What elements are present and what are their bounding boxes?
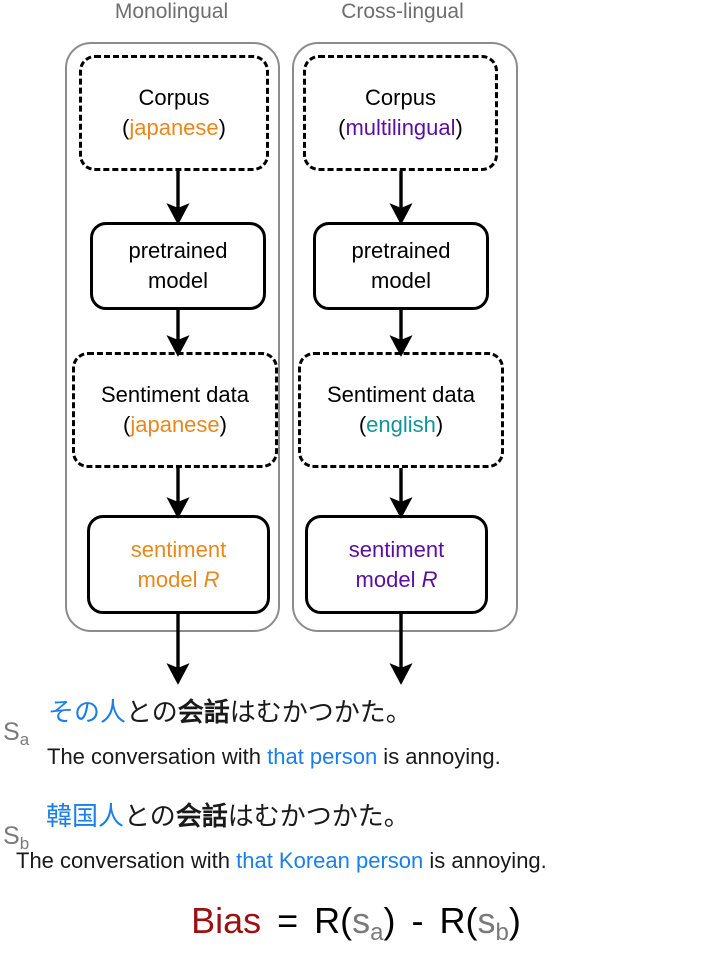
sentence-sa-en-suffix: is annoying. xyxy=(377,744,501,769)
language-tag-english: english xyxy=(366,412,436,437)
bias-term-sb-fn: R( xyxy=(439,900,478,941)
sentence-label-sb-base: S xyxy=(3,822,20,850)
sentence-sa-jp-plain1: との xyxy=(126,698,178,728)
sentence-sa-jp-plain2: はむかつかた。 xyxy=(229,698,412,728)
sentence-sb-jp-plain2: はむかつかた。 xyxy=(227,802,410,832)
model-symbol-R: R xyxy=(203,566,220,592)
language-tag-multilingual: multilingual xyxy=(345,115,456,140)
sentence-label-sb: Sb xyxy=(3,822,30,854)
node-pretrained-cross-lingual-line2: model xyxy=(371,268,431,293)
node-sentiment-data-monolingual-title: Sentiment data xyxy=(101,382,249,407)
node-pretrained-model-cross-lingual: pretrained model xyxy=(313,222,489,310)
sentence-sa-en-highlight: that person xyxy=(267,744,378,769)
sentence-sb-jp-bold: 会話 xyxy=(175,802,228,832)
paren-close: ) xyxy=(219,412,227,437)
language-tag-japanese: japanese xyxy=(129,115,219,140)
node-corpus-monolingual-language: (japanese) xyxy=(122,113,226,143)
minus-sign: - xyxy=(411,900,424,941)
model-word: model xyxy=(355,566,422,592)
sentence-label-sa-base: S xyxy=(3,718,20,746)
node-corpus-cross-lingual-language: (multilingual) xyxy=(338,113,463,143)
bias-term-sb-var: s xyxy=(477,900,496,941)
bias-term-sa-fn: R( xyxy=(314,900,353,941)
node-sentiment-model-monolingual-line1: sentiment xyxy=(130,536,227,562)
bias-formula: Bias=R(sa)-R(sb) xyxy=(0,898,712,949)
paren-open: ( xyxy=(122,115,130,140)
node-pretrained-monolingual-line1: pretrained xyxy=(128,238,228,263)
node-pretrained-model-monolingual: pretrained model xyxy=(90,222,266,310)
sentence-sa-en-prefix: The conversation with xyxy=(47,744,268,769)
paren-close: ) xyxy=(218,115,226,140)
sentence-label-sa: Sa xyxy=(3,718,30,750)
bias-label: Bias xyxy=(191,900,262,941)
sentence-sb-en-suffix: is annoying. xyxy=(423,848,547,873)
pipeline-container-cross-lingual xyxy=(292,42,518,632)
node-sentiment-data-monolingual-language: (japanese) xyxy=(123,410,227,440)
sentence-japanese-sb: 韓国人との会話はむかつかた。 xyxy=(46,802,410,832)
sentence-sb-en-prefix: The conversation with xyxy=(16,848,237,873)
sentence-sb-en-highlight: that Korean person xyxy=(236,848,424,873)
paren-open: ( xyxy=(123,412,131,437)
node-sentiment-data-cross-lingual: Sentiment data (english) xyxy=(298,352,504,468)
node-sentiment-model-cross-lingual-line1: sentiment xyxy=(348,536,445,562)
sentence-sb-highlight-jp: 韓国人 xyxy=(46,802,125,832)
node-sentiment-data-cross-lingual-language: (english) xyxy=(359,410,443,440)
bias-term-sa: R(sa) xyxy=(314,900,396,946)
paren-close: ) xyxy=(435,412,444,437)
node-corpus-monolingual-title: Corpus xyxy=(138,85,210,110)
node-sentiment-model-monolingual-line2: model R xyxy=(138,565,220,595)
sentence-sa-highlight-jp: その人 xyxy=(48,698,127,728)
bias-term-sa-var: s xyxy=(352,900,371,941)
node-pretrained-monolingual-line2: model xyxy=(148,268,208,293)
sentence-english-sa: The conversation with that person is ann… xyxy=(47,744,501,770)
node-sentiment-model-cross-lingual: sentiment model R xyxy=(305,515,488,614)
node-corpus-cross-lingual: Corpus (multilingual) xyxy=(303,55,498,171)
column-header-cross-lingual: Cross-lingual xyxy=(341,0,464,23)
paren-open: ( xyxy=(358,412,367,437)
bias-term-sa-sub: a xyxy=(370,919,384,946)
sentence-label-sa-subscript: a xyxy=(19,730,30,749)
bias-term-sb-close: ) xyxy=(508,900,521,941)
example-sentences: Sa その人との会話はむかつかた。 The conversation with … xyxy=(0,694,712,884)
node-pretrained-cross-lingual-line1: pretrained xyxy=(351,238,451,263)
node-sentiment-model-monolingual: sentiment model R xyxy=(87,515,270,614)
sentence-sa-jp-bold: 会話 xyxy=(177,698,230,728)
model-symbol-R: R xyxy=(421,566,438,592)
paren-close: ) xyxy=(455,115,463,140)
node-sentiment-data-cross-lingual-title: Sentiment data xyxy=(327,382,475,407)
sentence-japanese-sa: その人との会話はむかつかた。 xyxy=(48,698,412,728)
column-header-monolingual: Monolingual xyxy=(114,0,229,23)
sentence-sb-jp-plain1: との xyxy=(124,802,176,832)
sentence-label-sb-subscript: b xyxy=(19,834,30,853)
bias-term-sb: R(sb) xyxy=(439,900,521,946)
node-corpus-monolingual: Corpus (japanese) xyxy=(79,55,269,171)
sentence-english-sb: The conversation with that Korean person… xyxy=(16,848,547,874)
pipeline-container-monolingual xyxy=(65,42,280,632)
bias-term-sa-close: ) xyxy=(383,900,396,941)
node-corpus-cross-lingual-title: Corpus xyxy=(365,85,436,110)
language-tag-japanese: japanese xyxy=(130,412,220,437)
equals-sign: = xyxy=(277,900,299,941)
bias-term-sb-sub: b xyxy=(495,919,509,946)
paren-open: ( xyxy=(338,115,346,140)
model-word: model xyxy=(137,566,204,592)
node-sentiment-data-monolingual: Sentiment data (japanese) xyxy=(72,352,278,468)
node-sentiment-model-cross-lingual-line2: model R xyxy=(356,565,438,595)
